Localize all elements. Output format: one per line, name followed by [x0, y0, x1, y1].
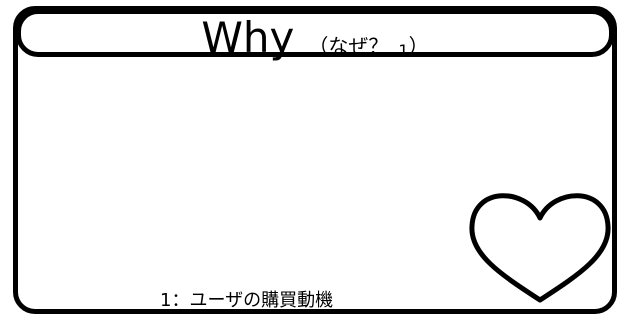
- why-card: [13, 6, 617, 314]
- title-main: Why: [201, 13, 295, 62]
- footnote-text: 1：ユーザの購買動機: [160, 290, 334, 311]
- heart-icon: [469, 193, 611, 303]
- title-bar: Why （なぜ？ 1）: [16, 9, 614, 59]
- title-sub-open: （なぜ？: [308, 34, 389, 58]
- footnote-marker: 1: [398, 41, 409, 60]
- title-subtitle: （なぜ？ 1）: [308, 34, 429, 59]
- card-title: Why （なぜ？ 1）: [21, 14, 609, 59]
- title-sub-close: ）: [408, 34, 429, 58]
